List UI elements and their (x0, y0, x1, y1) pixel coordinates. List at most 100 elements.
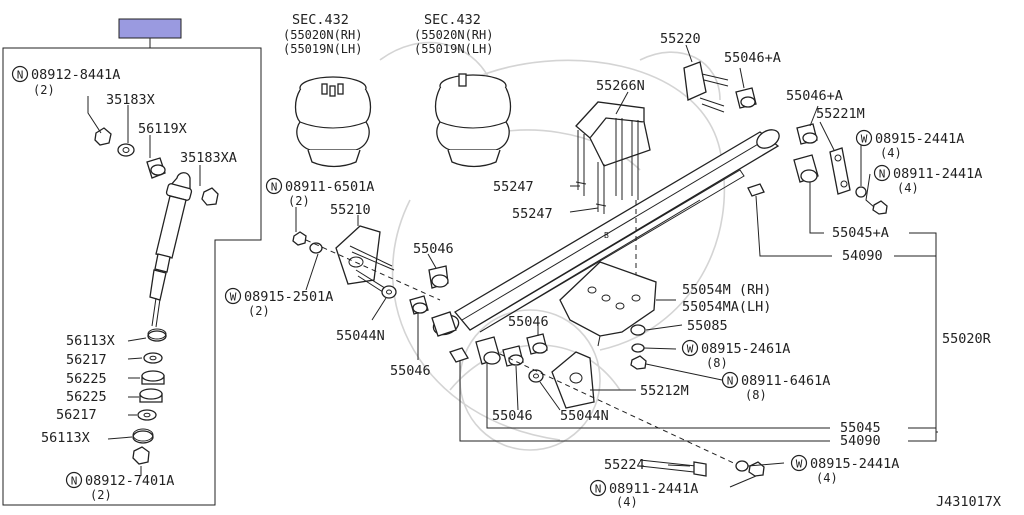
callout-sec432-right[interactable]: SEC.432 (424, 12, 481, 28)
callout-08911-2441a-top[interactable]: 08911-2441A (893, 166, 982, 182)
callout-55221m[interactable]: 55221M (816, 106, 865, 122)
washer-55085[interactable] (630, 324, 646, 336)
washer-56217-top[interactable] (143, 352, 163, 364)
callout-55045-bottom[interactable]: 55045 (840, 420, 881, 436)
callout-08915-2461a[interactable]: 08915-2461A (701, 341, 790, 357)
bushing-56225-b[interactable] (139, 388, 163, 403)
washer-56217-bot[interactable] (137, 409, 157, 421)
callout-55046-mid[interactable]: 55046 (508, 314, 549, 330)
callout-55046a-mid[interactable]: 55046+A (786, 88, 843, 104)
bushing-55045a[interactable] (793, 154, 819, 183)
bushing-55046a-mid[interactable] (796, 123, 818, 145)
callout-56113x-bot[interactable]: 56113X (41, 430, 90, 446)
callout-56119x[interactable]: 56119X (138, 121, 187, 137)
shackle-55220[interactable] (683, 61, 729, 113)
washer-08915-2441a-bot[interactable] (735, 460, 749, 472)
callout-55210[interactable]: 55210 (330, 202, 371, 218)
callout-56225-b[interactable]: 56225 (66, 389, 107, 405)
bushing-55046a-top[interactable] (735, 87, 757, 109)
callout-55019n-left[interactable]: (55019N(LH) (283, 42, 362, 56)
washer-08915-2441a-top[interactable] (855, 186, 867, 198)
bushing-55046-left[interactable] (409, 295, 429, 315)
callout-08911-6461a[interactable]: 08911-6461A (741, 373, 830, 389)
nut-08911-2441a-bot[interactable] (748, 461, 765, 477)
callout-55212m[interactable]: 55212M (640, 383, 689, 399)
callout-55020n-right[interactable]: (55020N(RH) (414, 28, 493, 42)
qty-08912-8441a: (2) (33, 83, 55, 97)
qty-08915-2501a: (2) (248, 304, 270, 318)
shock-leader-lines (87, 96, 201, 476)
callout-55046-upper[interactable]: 55046 (413, 241, 454, 257)
group-header-box[interactable] (118, 18, 182, 39)
callout-08915-2441a-bot[interactable]: 08915-2441A (810, 456, 899, 472)
qty-08911-2441a-top: (4) (897, 181, 919, 195)
callout-55020r[interactable]: 55020R (942, 331, 992, 347)
callout-54090-bottom[interactable]: 54090 (840, 433, 881, 449)
callout-55247-b[interactable]: 55247 (512, 206, 553, 222)
callout-55046a-top[interactable]: 55046+A (724, 50, 781, 66)
washer-08911-6501a[interactable] (292, 231, 307, 246)
callout-55020n-left[interactable]: (55020N(RH) (283, 28, 362, 42)
callout-55085[interactable]: 55085 (687, 318, 728, 334)
nut-08911-2441a-top[interactable] (872, 200, 888, 215)
callout-55046-left[interactable]: 55046 (390, 363, 431, 379)
leaf-spring-mark: B (604, 231, 609, 240)
u-bolt-55247[interactable] (575, 101, 651, 214)
bushing-upper-1[interactable] (117, 143, 135, 157)
pad-54090-top[interactable] (747, 183, 765, 197)
callout-55266n[interactable]: 55266N (596, 78, 645, 94)
bushing-55046-upper[interactable] (428, 265, 449, 289)
callout-08915-2501a[interactable]: 08915-2501A (244, 289, 333, 305)
bushing-front-eye[interactable] (431, 311, 457, 337)
callout-08912-7401a[interactable]: 08912-7401A (85, 473, 174, 489)
air-spring-right[interactable] (434, 73, 512, 168)
nut-upper-1[interactable] (94, 127, 112, 146)
bushing-55044n-upper[interactable] (381, 285, 397, 299)
shackle-plate-55221m[interactable] (829, 147, 851, 195)
nut-lower[interactable] (132, 446, 150, 465)
bushing-55046-bottom[interactable] (502, 345, 524, 367)
shock-group-bracket (2, 38, 262, 506)
callout-08912-8441a[interactable]: 08912-8441A (31, 67, 120, 83)
callout-56225-a[interactable]: 56225 (66, 371, 107, 387)
washer-56113x-top[interactable] (147, 328, 167, 342)
callout-56113x-top[interactable]: 56113X (66, 333, 115, 349)
callout-08911-6501a[interactable]: 08911-6501A (285, 179, 374, 195)
front-hanger-55210[interactable] (335, 225, 395, 295)
bushing-55046-mid[interactable] (526, 333, 548, 355)
callout-56217-bot[interactable]: 56217 (56, 407, 97, 423)
washer-56113x-bot[interactable] (132, 428, 154, 444)
callout-55224[interactable]: 55224 (604, 457, 645, 473)
callout-55019n-right[interactable]: (55019N(LH) (414, 42, 493, 56)
callout-55044n-upper[interactable]: 55044N (336, 328, 385, 344)
callout-55054m[interactable]: 55054M (RH) (682, 282, 771, 298)
callout-55044n-bottom[interactable]: 55044N (560, 408, 609, 424)
callout-08915-2441a-top[interactable]: 08915-2441A (875, 131, 964, 147)
shock-absorber[interactable] (149, 172, 193, 328)
callout-35183x[interactable]: 35183X (106, 92, 155, 108)
bolt-55224[interactable] (639, 459, 707, 477)
spring-seat-55054m[interactable] (559, 261, 657, 347)
nut-08911-6461a[interactable] (630, 355, 647, 370)
nut-upper-2[interactable] (201, 187, 219, 206)
washer-08915-2461a[interactable] (631, 343, 645, 353)
pad-54090-bottom[interactable] (449, 347, 469, 363)
callout-55045a[interactable]: 55045+A (832, 225, 889, 241)
callout-55220[interactable]: 55220 (660, 31, 701, 47)
bushing-55044n-bottom[interactable] (528, 369, 544, 383)
rear-hanger-55212m[interactable] (551, 351, 595, 409)
callout-54090-top[interactable]: 54090 (842, 248, 883, 264)
bushing-56225-a[interactable] (141, 370, 165, 385)
bushing-upper-2[interactable] (146, 157, 166, 179)
callout-35183xa[interactable]: 35183XA (180, 150, 237, 166)
callout-55054ma[interactable]: 55054MA(LH) (682, 299, 771, 315)
callout-sec432-left[interactable]: SEC.432 (292, 12, 349, 28)
callout-56217-top[interactable]: 56217 (66, 352, 107, 368)
callout-55046-bottom[interactable]: 55046 (492, 408, 533, 424)
air-spring-left[interactable] (294, 76, 372, 168)
callout-08911-2441a-bot[interactable]: 08911-2441A (609, 481, 698, 497)
bushing-55045-bottom[interactable] (475, 336, 501, 365)
washer-08915-2501a[interactable] (309, 242, 323, 254)
callout-55247-a[interactable]: 55247 (493, 179, 534, 195)
